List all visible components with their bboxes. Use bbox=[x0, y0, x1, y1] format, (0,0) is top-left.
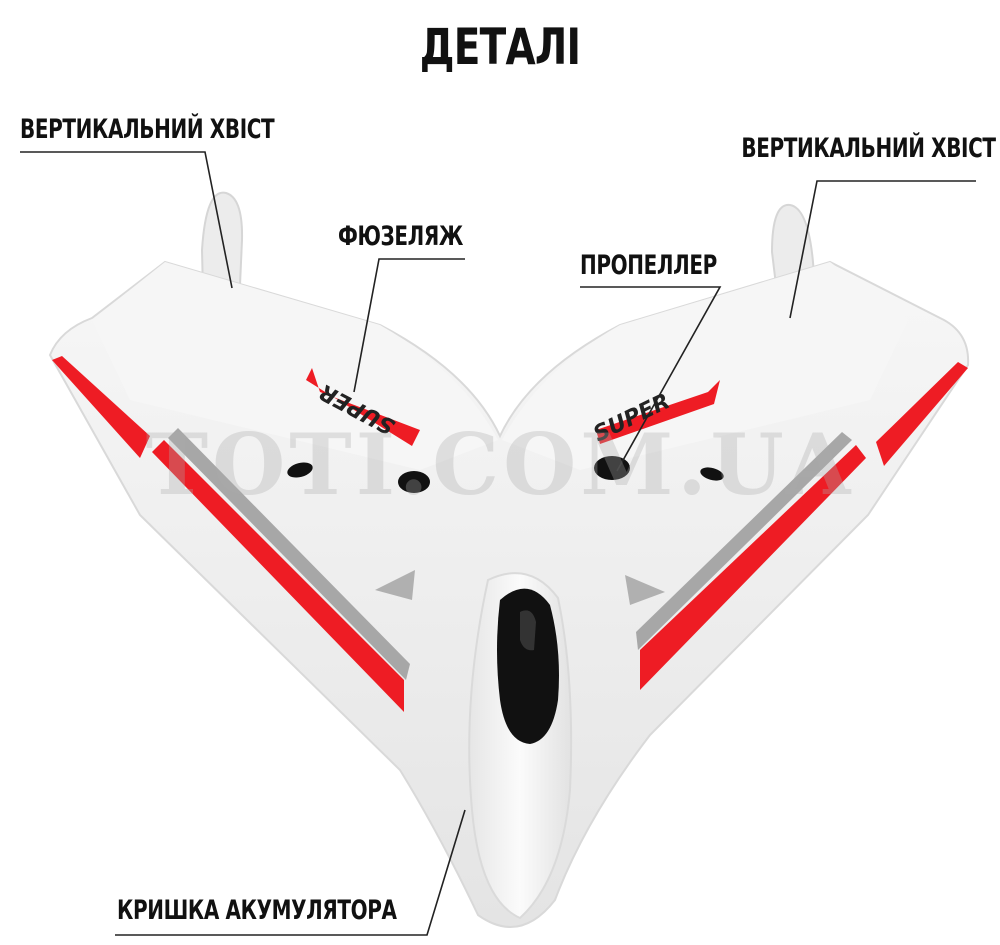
left-red-stripe-main bbox=[152, 440, 404, 712]
right-grey-chevron bbox=[625, 575, 665, 605]
left-grey-stripe bbox=[168, 428, 410, 680]
right-red-stripe-main bbox=[640, 445, 866, 690]
right-decal-arrow bbox=[596, 380, 720, 444]
leader-line-battery-cover bbox=[115, 809, 466, 936]
leader-line-vertical-tail-right bbox=[789, 180, 976, 319]
canopy bbox=[497, 588, 559, 744]
left-grey-chevron bbox=[375, 570, 415, 600]
left-wing-top bbox=[92, 262, 498, 470]
air-hole bbox=[700, 467, 724, 481]
leader-line-fuselage bbox=[353, 258, 465, 393]
label-fuselage: ФЮЗЕЛЯЖ bbox=[338, 221, 463, 252]
label-battery-cover: КРИШКА АКУМУЛЯТОРА bbox=[117, 895, 397, 926]
air-hole bbox=[287, 462, 313, 478]
label-propeller: ПРОПЕЛЛЕР bbox=[580, 250, 717, 281]
label-vertical-tail-left: ВЕРТИКАЛЬНИЙ ХВІСТ bbox=[20, 114, 275, 145]
watermark: TOTI.COM.UA bbox=[145, 415, 855, 514]
left-red-stripe-outer bbox=[52, 356, 150, 458]
right-red-stripe-outer bbox=[876, 362, 968, 466]
label-vertical-tail-right: ВЕРТИКАЛЬНИЙ ХВІСТ bbox=[741, 133, 997, 164]
canopy-highlight bbox=[520, 610, 536, 651]
leader-line-vertical-tail-left bbox=[20, 151, 233, 289]
air-hole bbox=[398, 471, 430, 493]
right-wing-top bbox=[502, 262, 908, 470]
right-grey-stripe bbox=[636, 432, 852, 650]
left-decal-arrow bbox=[306, 368, 420, 446]
leader-line-propeller bbox=[580, 286, 722, 472]
page-title: ДЕТАЛІ bbox=[419, 18, 581, 76]
propeller-opening bbox=[594, 456, 630, 480]
